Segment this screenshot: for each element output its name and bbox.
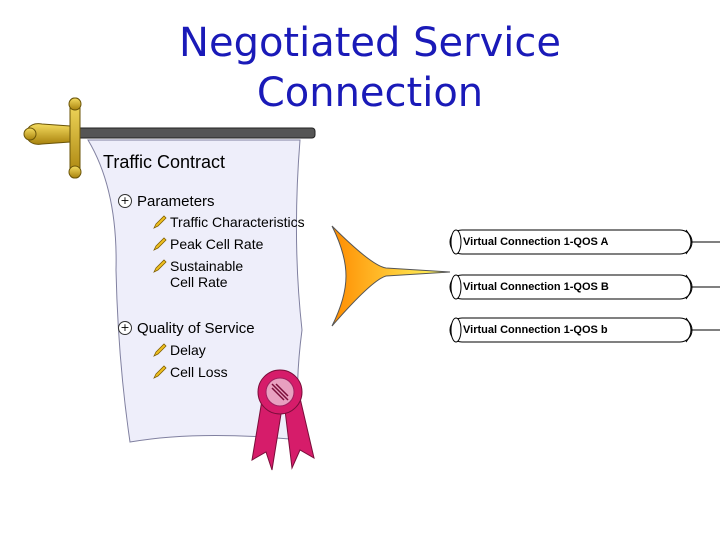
title-text: Negotiated Service Connection	[179, 20, 561, 116]
connection-label-qos-a: Virtual Connection 1-QOS A	[463, 236, 609, 248]
section-label-quality-of-service: Quality of Service	[137, 320, 255, 337]
pencil-icon	[153, 237, 167, 251]
connection-label-qos-b-lower: Virtual Connection 1-QOS b	[463, 324, 608, 336]
plus-circle-icon[interactable]: +	[118, 321, 132, 335]
connection-pipes	[449, 229, 720, 343]
scroll-rod	[69, 127, 316, 139]
section-label-parameters: Parameters	[137, 193, 215, 210]
list-item: Delay	[170, 342, 206, 358]
page-title: Negotiated Service Connection	[90, 18, 650, 118]
ribbon-seal-icon	[251, 369, 315, 471]
scroll-paper	[87, 139, 303, 443]
connection-label-qos-b-upper: Virtual Connection 1-QOS B	[463, 281, 609, 293]
list-item: Sustainable	[170, 258, 244, 274]
pencil-icon	[153, 259, 167, 273]
pencil-icon	[153, 215, 167, 229]
contract-title: Traffic Contract	[103, 152, 226, 172]
funnel-arrow-icon	[331, 225, 451, 327]
list-item: Traffic Characteristics	[170, 214, 305, 230]
plus-circle-icon[interactable]: +	[118, 194, 132, 208]
scroll-handle-icon	[23, 97, 82, 179]
list-item: Peak Cell Rate	[170, 236, 264, 252]
pencil-icon	[153, 343, 167, 357]
pipe-1	[449, 229, 720, 255]
list-item: Cell Loss	[170, 364, 228, 380]
pipe-2	[449, 274, 720, 300]
pipe-3	[449, 317, 720, 343]
list-item-continuation: Cell Rate	[170, 274, 228, 290]
pencil-icon	[153, 365, 167, 379]
